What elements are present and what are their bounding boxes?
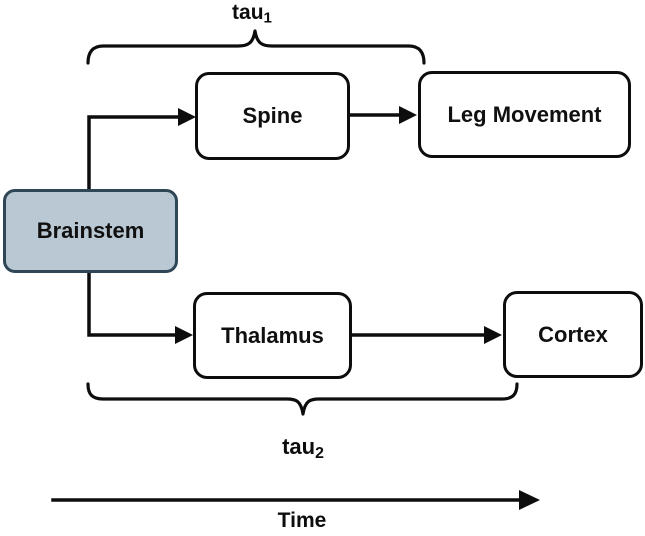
- node-spine-label: Spine: [242, 103, 303, 128]
- time-axis-arrowhead: [519, 490, 540, 510]
- node-thalamus: Thalamus: [193, 292, 352, 379]
- node-spine: Spine: [195, 72, 350, 160]
- tau1-subscript: 1: [263, 9, 272, 27]
- node-cortex: Cortex: [503, 291, 643, 378]
- node-cortex-label: Cortex: [538, 321, 608, 347]
- arrowhead-cortex: [484, 326, 502, 344]
- node-thalamus-label: Thalamus: [221, 322, 324, 348]
- arrowhead-spine: [178, 108, 196, 126]
- tau2-label: tau2: [282, 434, 324, 462]
- time-axis-label: Time: [277, 509, 327, 532]
- node-brainstem-label: Brainstem: [36, 218, 145, 243]
- arrowhead-thalamus: [175, 326, 193, 344]
- node-leg-movement: Leg Movement: [418, 71, 631, 158]
- node-leg-movement-label: Leg Movement: [447, 101, 602, 127]
- edge-brainstem-thalamus: [87, 271, 179, 337]
- tau1-base: tau: [232, 1, 264, 24]
- arrowhead-leg-movement: [399, 106, 417, 124]
- node-brainstem: Brainstem: [3, 189, 178, 273]
- tau2-brace: [86, 382, 519, 416]
- tau1-brace: [86, 29, 426, 65]
- edge-brainstem-spine: [87, 115, 182, 191]
- tau2-base: tau: [282, 434, 316, 459]
- tau2-subscript: 2: [315, 444, 324, 462]
- tau1-label: tau1: [232, 1, 272, 27]
